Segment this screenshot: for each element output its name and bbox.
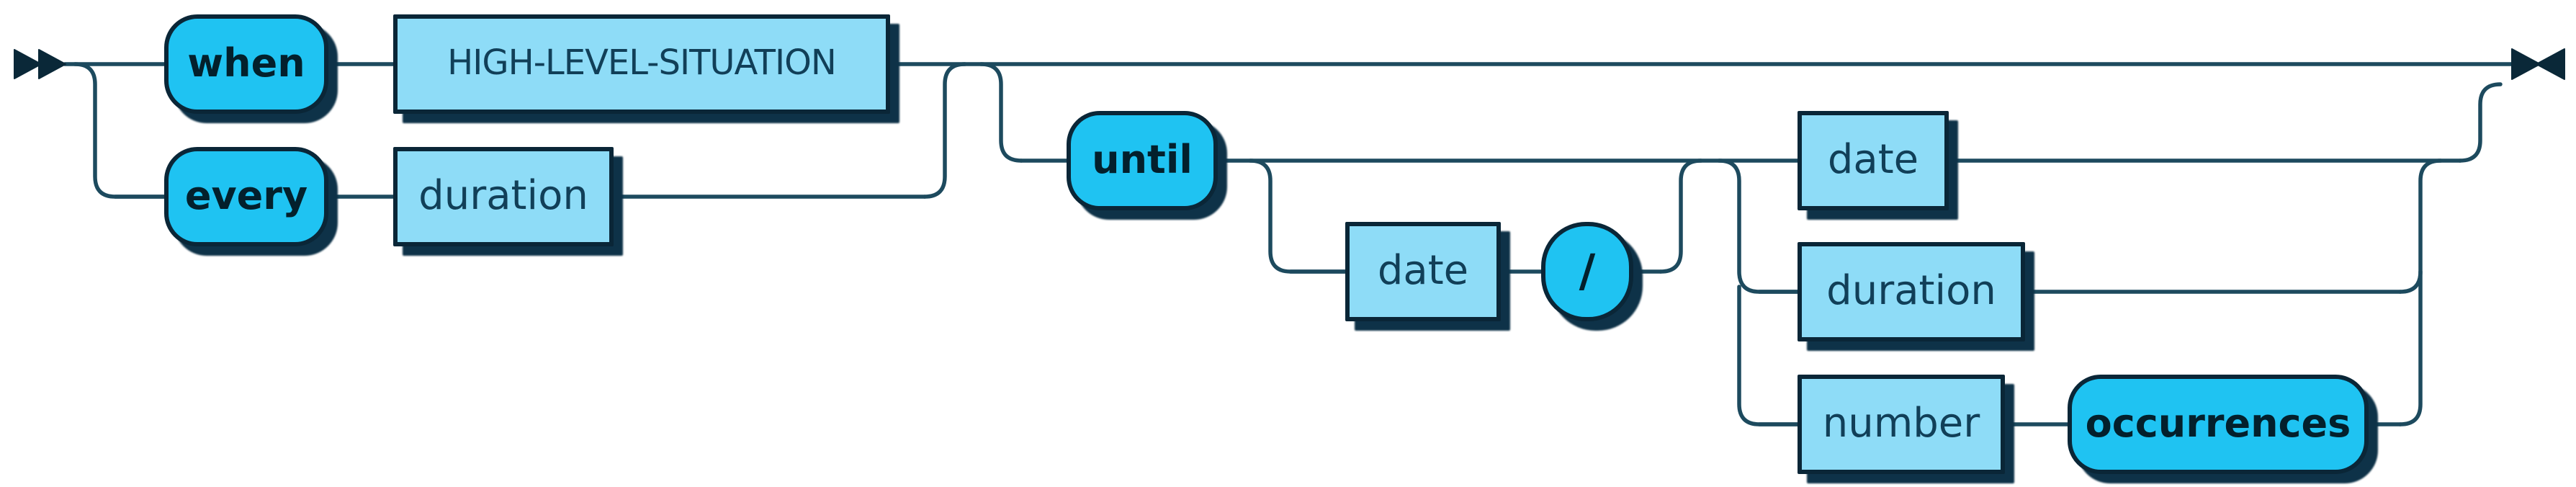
terminal-occurrences-label: occurrences [2085, 400, 2351, 446]
nonterminal-date-loop-label: date [1377, 246, 1469, 294]
rail-merge-dateloop [1659, 158, 1703, 274]
nonterminal-number-label: number [1822, 399, 1980, 447]
end-marker-icon [2511, 48, 2541, 80]
nonterminal-date-loop: date [1345, 222, 1501, 321]
nonterminal-high-level-situation-label: HIGH-LEVEL-SITUATION [447, 43, 837, 83]
nonterminal-number: number [1798, 375, 2005, 474]
terminal-every-label: every [184, 172, 308, 218]
end-marker-icon [2536, 48, 2565, 80]
terminal-slash: / [1541, 222, 1633, 321]
rail-merge-duration-alt [2398, 158, 2443, 294]
rail-branch-number-alt [1737, 285, 1800, 426]
terminal-until: until [1067, 111, 1218, 210]
nonterminal-duration-every-label: duration [418, 171, 588, 219]
start-arrow-icon [14, 49, 42, 79]
rail-branch-every [73, 62, 166, 199]
rail-branch-dateloop [1248, 158, 1347, 274]
nonterminal-date-alt: date [1798, 111, 1949, 210]
terminal-every: every [164, 147, 328, 246]
start-arrow-icon [38, 49, 66, 79]
terminal-when: when [164, 14, 328, 114]
terminal-slash-label: / [1579, 244, 1596, 297]
rail-branch-until [979, 62, 1023, 163]
nonterminal-high-level-situation: HIGH-LEVEL-SITUATION [393, 14, 890, 114]
nonterminal-duration-alt: duration [1798, 242, 2025, 341]
rail-merge-number-alt [2398, 269, 2423, 426]
terminal-until-label: until [1092, 136, 1193, 182]
nonterminal-duration-alt-label: duration [1826, 267, 1996, 314]
rail-branch-duration-alt [1717, 158, 1800, 294]
terminal-occurrences: occurrences [2068, 375, 2369, 474]
nonterminal-duration-every: duration [393, 147, 614, 246]
rail-merge-every [923, 62, 967, 199]
nonterminal-date-alt-label: date [1827, 135, 1919, 183]
terminal-when-label: when [187, 40, 305, 86]
rail-merge-final [2458, 82, 2503, 163]
